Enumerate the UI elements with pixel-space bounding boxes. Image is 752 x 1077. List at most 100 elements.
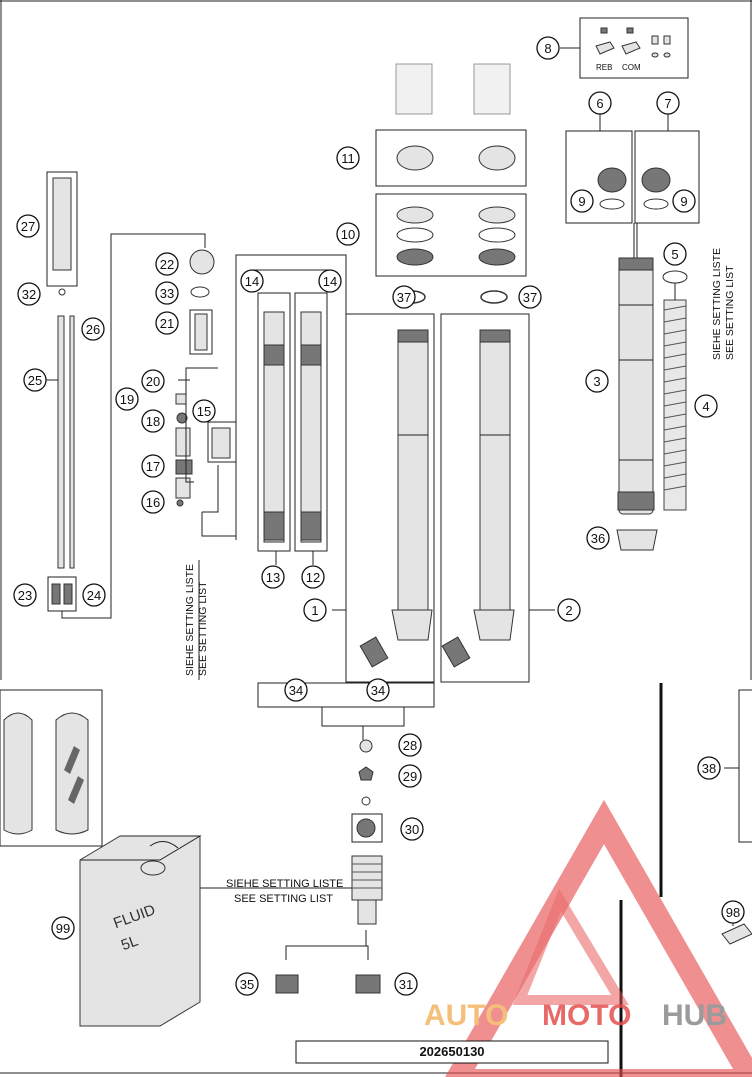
watermark-auto: AUTO — [424, 999, 508, 1032]
callout-circle — [586, 526, 610, 550]
callout-35: 35 — [235, 972, 259, 996]
callout-circle — [141, 490, 165, 514]
callout-34: 34 — [284, 678, 308, 702]
callout-number: 10 — [341, 227, 355, 242]
callout-5: 5 — [663, 242, 687, 266]
callout-circle — [81, 317, 105, 341]
callout-circle — [721, 900, 745, 924]
callout-98: 98 — [721, 900, 745, 924]
callout-circle — [155, 281, 179, 305]
callout-number: 22 — [160, 257, 174, 272]
callout-number: 34 — [289, 683, 303, 698]
fork-caps — [565, 113, 700, 262]
lower-assembly: SIEHE SETTING LISTE SEE SETTING LIST — [199, 682, 435, 994]
callout-number: 27 — [21, 219, 35, 234]
callout-number: 34 — [371, 683, 385, 698]
callout-23: 23 — [13, 583, 37, 607]
callout-circle — [398, 733, 422, 757]
callout-circle — [17, 282, 41, 306]
callout-circle — [694, 394, 718, 418]
callout-number: 1 — [311, 603, 318, 618]
callout-number: 26 — [86, 322, 100, 337]
callout-circle — [155, 252, 179, 276]
callout-31: 31 — [394, 972, 418, 996]
callout-number: 99 — [56, 921, 70, 936]
callout-number: 35 — [240, 977, 254, 992]
callout-circle — [336, 146, 360, 170]
callout-circle — [23, 368, 47, 392]
spring-4 — [662, 270, 688, 511]
callout-number: 9 — [680, 194, 687, 209]
callout-number: 37 — [397, 290, 411, 305]
cartridges — [235, 254, 347, 680]
callout-26: 26 — [81, 317, 105, 341]
callout-number: 98 — [726, 905, 740, 920]
callout-number: 31 — [399, 977, 413, 992]
callout-29: 29 — [398, 764, 422, 788]
callout-number: 3 — [593, 374, 600, 389]
callout-38: 38 — [697, 756, 721, 780]
callout-37: 37 — [518, 285, 542, 309]
callout-30: 30 — [400, 817, 424, 841]
callout-9: 9 — [570, 189, 594, 213]
callout-circle — [656, 91, 680, 115]
callout-37: 37 — [392, 285, 416, 309]
callout-circle — [16, 214, 40, 238]
callout-number: 21 — [160, 316, 174, 331]
callout-25: 25 — [23, 368, 47, 392]
automotohub-watermark: AUTO MOTO HUB — [424, 799, 752, 1077]
setting-de-right: SIEHE SETTING LISTE — [711, 248, 723, 360]
callout-34: 34 — [366, 678, 390, 702]
callout-4: 4 — [694, 394, 718, 418]
callout-circle — [518, 285, 542, 309]
callout-8: 8 — [536, 36, 560, 60]
callout-number: 7 — [664, 96, 671, 111]
valve-stack — [110, 233, 237, 612]
callout-circle — [570, 189, 594, 213]
callout-number: 6 — [596, 96, 603, 111]
callout-number: 4 — [702, 399, 709, 414]
callout-14: 14 — [318, 269, 342, 293]
callout-circle — [318, 269, 342, 293]
callout-circle — [141, 454, 165, 478]
callout-circle — [141, 369, 165, 393]
fluid-can-99: FLUID 5L — [79, 835, 202, 1027]
setting-list-right: SIEHE SETTING LISTE SEE SETTING LIST — [711, 248, 736, 360]
setting-de-bottom: SIEHE SETTING LISTE — [226, 878, 343, 890]
callout-circle — [394, 972, 418, 996]
callout-circle — [261, 565, 285, 589]
callout-number: 30 — [405, 822, 419, 837]
com-label: COM — [622, 63, 641, 72]
callout-number: 32 — [22, 287, 36, 302]
callout-circle — [672, 189, 696, 213]
callout-circle — [284, 678, 308, 702]
callout-10: 10 — [336, 222, 360, 246]
seal-kits — [375, 63, 527, 304]
callout-number: 23 — [18, 588, 32, 603]
callout-circle — [557, 598, 581, 622]
callout-number: 33 — [160, 286, 174, 301]
callout-circle — [301, 565, 325, 589]
callout-20: 20 — [141, 369, 165, 393]
fork-guards — [0, 689, 103, 847]
callout-22: 22 — [155, 252, 179, 276]
callout-18: 18 — [141, 409, 165, 433]
callout-circle — [192, 399, 216, 423]
callout-number: 2 — [565, 603, 572, 618]
callout-circle — [585, 369, 609, 393]
setting-en-right: SEE SETTING LIST — [724, 265, 736, 360]
callout-circle — [235, 972, 259, 996]
callout-16: 16 — [141, 490, 165, 514]
callout-number: 36 — [591, 531, 605, 546]
callout-number: 14 — [323, 274, 337, 289]
drawing-number-box: 202650130 — [295, 1040, 609, 1064]
callout-6: 6 — [588, 91, 612, 115]
callout-circle — [400, 817, 424, 841]
setting-list-left: SIEHE SETTING LISTE SEE SETTING LIST — [184, 560, 209, 680]
callout-circle — [663, 242, 687, 266]
callout-circle — [336, 222, 360, 246]
callout-number: 15 — [197, 404, 211, 419]
callout-circle — [51, 916, 75, 940]
